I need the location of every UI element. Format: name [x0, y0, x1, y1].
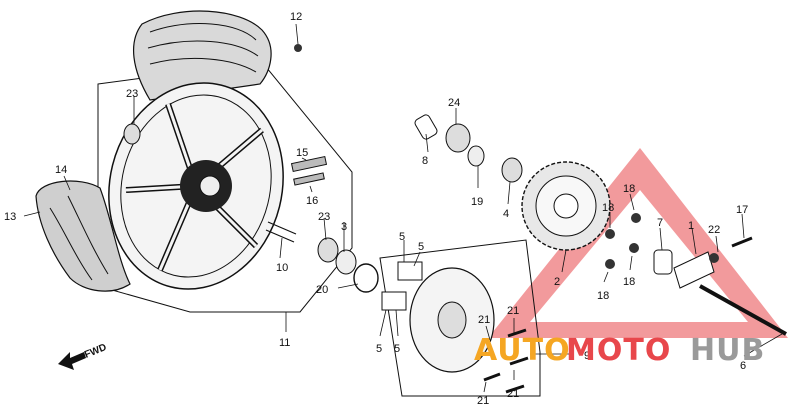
callout-21c: 21 — [507, 388, 519, 400]
callout-15: 15 — [296, 147, 308, 159]
callout-5c: 5 — [376, 343, 382, 355]
hub-plate — [409, 267, 495, 373]
tire-drawing — [132, 10, 272, 101]
callout-21b: 21 — [507, 305, 519, 317]
callout-24: 24 — [448, 97, 460, 109]
fwd-arrow: FWD — [58, 342, 108, 370]
callout-11: 11 — [279, 337, 290, 349]
sprocket — [521, 161, 611, 251]
callout-5a: 5 — [399, 231, 405, 243]
watermark-text: AUTO MOTO HUB — [474, 333, 765, 368]
callout-18d: 18 — [597, 290, 609, 302]
callout-16: 16 — [306, 195, 318, 207]
callout-18b: 18 — [602, 202, 614, 214]
small-parts — [123, 44, 787, 394]
callout-18c: 18 — [623, 276, 635, 288]
watermark-hub: HUB — [690, 333, 765, 368]
callout-8: 8 — [422, 155, 428, 167]
callout-5d: 5 — [394, 343, 400, 355]
leader-lines — [23, 23, 783, 393]
callout-22: 22 — [708, 224, 720, 236]
callout-18a: 18 — [623, 183, 635, 195]
callout-2: 2 — [554, 276, 560, 288]
watermark-auto: AUTO — [474, 333, 571, 368]
callout-9: 9 — [584, 350, 590, 362]
callout-23b: 23 — [318, 211, 330, 223]
callout-1: 1 — [688, 220, 694, 232]
callout-6: 6 — [740, 360, 746, 372]
wheel-rim — [108, 82, 284, 290]
hub-assembly-outline — [379, 239, 541, 397]
callout-21d: 21 — [477, 395, 489, 407]
callout-labels: 1 2 3 4 5 5 5 5 6 7 8 9 10 11 12 13 14 1… — [4, 11, 748, 407]
callout-23a: 23 — [126, 88, 138, 100]
callout-12: 12 — [290, 11, 302, 23]
callout-3: 3 — [341, 221, 347, 233]
callout-19: 19 — [471, 196, 483, 208]
tire-section-left — [35, 180, 131, 292]
callout-10: 10 — [276, 262, 288, 274]
callout-4: 4 — [503, 208, 509, 220]
fwd-label: FWD — [83, 342, 108, 361]
callout-20: 20 — [316, 284, 328, 296]
callout-7: 7 — [657, 217, 663, 229]
callout-17: 17 — [736, 204, 748, 216]
callout-14: 14 — [55, 164, 67, 176]
watermark-moto: MOTO — [566, 333, 671, 368]
callout-5b: 5 — [418, 241, 424, 253]
callout-21a: 21 — [478, 314, 490, 326]
callout-13: 13 — [4, 211, 16, 223]
